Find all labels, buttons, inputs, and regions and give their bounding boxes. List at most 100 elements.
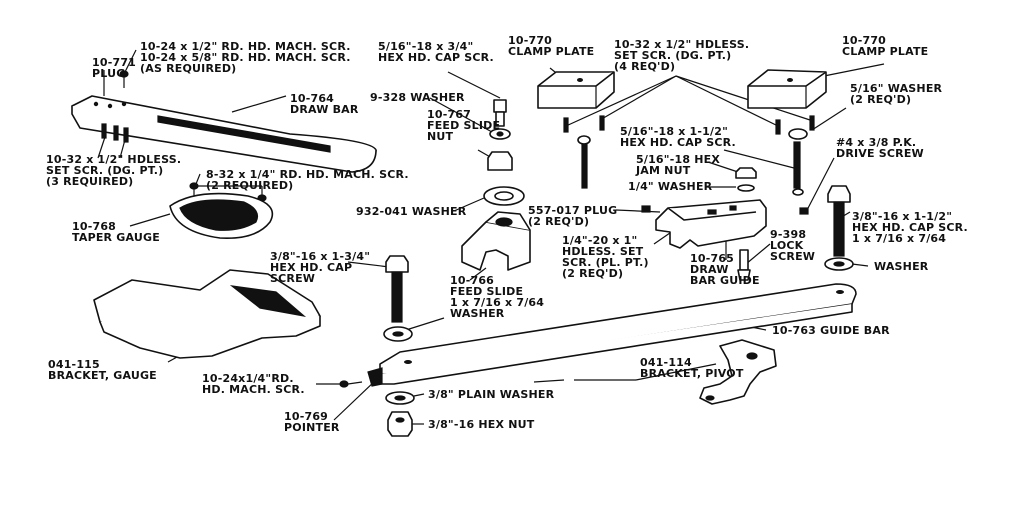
callout-washer-right: WASHER: [874, 260, 929, 273]
callout-guide-bar: 10-763 GUIDE BAR: [772, 324, 890, 337]
callout-washer-516: 5/16" WASHER(2 REQ'D): [850, 82, 943, 106]
callout-line: CLAMP PLATE: [842, 45, 928, 58]
callout-line: NUT: [427, 130, 454, 143]
callout-line: 932-041 WASHER: [356, 205, 467, 218]
callout-line: 3/8"-16 x 1-1/2": [852, 210, 952, 223]
callout-line: BRACKET, GAUGE: [48, 369, 157, 382]
callout-line: 3/8"-16 x 1-3/4": [270, 250, 370, 263]
callout-line: (2 REQUIRED): [206, 179, 293, 192]
pointer-part: [339, 367, 383, 388]
cap-screws-mid: [577, 128, 808, 196]
feed-slide-part: [461, 211, 531, 271]
callout-drive-screw: #4 x 3/8 P.K.DRIVE SCREW: [836, 136, 924, 160]
callout-line: 5/16" WASHER: [850, 82, 943, 95]
callout-line: HDLESS. SET: [562, 245, 644, 258]
callout-line: 1 x 7/16 x 7/64: [450, 296, 544, 309]
callout-line: 557-017 PLUG: [528, 204, 617, 217]
callout-line: 10-24 x 1/2" RD. HD. MACH. SCR.: [140, 40, 351, 53]
callout-line: 5/16"-18 x 1-1/2": [620, 125, 728, 138]
callout-line: SET SCR. (DG. PT.): [614, 49, 731, 62]
washer-nut-part: [385, 391, 415, 437]
callout-line: (4 REQ'D): [614, 60, 675, 73]
callout-line: HEX HD. CAP SCR.: [852, 221, 968, 234]
callout-line: (3 REQUIRED): [46, 175, 133, 188]
callout-line: 10-24 x 5/8" RD. HD. MACH. SCR.: [140, 51, 351, 64]
callout-line: POINTER: [284, 421, 340, 434]
callout-line: DRIVE SCREW: [836, 147, 924, 160]
callout-line: 3/8" PLAIN WASHER: [428, 388, 555, 401]
callout-set-scr-4req: 10-32 x 1/2" HDLESS.SET SCR. (DG. PT.)(4…: [614, 38, 749, 73]
callout-line: BAR GUIDE: [690, 274, 760, 287]
callout-line: 3/8"-16 HEX NUT: [428, 418, 535, 431]
callout-line: 041-114: [640, 356, 692, 369]
callout-line: 10-767: [427, 108, 471, 121]
callout-line: (2 REQ'D): [528, 215, 589, 228]
callout-line: 1 x 7/16 x 7/64: [852, 232, 946, 245]
plug-screw-part: [119, 70, 129, 88]
callout-line: SET SCR. (DG. PT.): [46, 164, 163, 177]
plug-557-017-part: [641, 205, 651, 213]
callout-line: 10-770: [508, 34, 552, 47]
callout-line: SCREW: [770, 250, 815, 263]
set-screws-4req: [563, 115, 815, 135]
callout-line: 10-769: [284, 410, 328, 423]
callout-line: 5/16"-18 x 3/4": [378, 40, 473, 53]
callout-line: 9-328 WASHER: [370, 91, 465, 104]
callout-line: 1/4"-20 x 1": [562, 234, 637, 247]
callout-mach-scr-832: 8-32 x 1/4" RD. HD. MACH. SCR.(2 REQUIRE…: [206, 168, 409, 192]
callout-line: 1/4" WASHER: [628, 180, 713, 193]
callout-plain-washer: 3/8" PLAIN WASHER: [428, 388, 555, 401]
set-screws-left: [101, 123, 129, 143]
bracket-gauge-part: [93, 269, 321, 359]
callout-hex-cap-scr-top: 5/16"-18 x 3/4"HEX HD. CAP SCR.: [378, 40, 494, 64]
callout-washer-932041: 932-041 WASHER: [356, 205, 467, 218]
callout-line: SCR. (PL. PT.): [562, 256, 649, 269]
callout-line: 10-765: [690, 252, 734, 265]
callout-line: 10-766: [450, 274, 494, 287]
draw-bar-guide-part: [655, 199, 767, 249]
callout-line: PLUG: [92, 67, 125, 80]
drive-screw-part: [799, 207, 809, 215]
callout-line: (2 REQ'D): [562, 267, 623, 280]
callout-line: 10-32 x 1/2" HDLESS.: [614, 38, 749, 51]
callout-line: 10-770: [842, 34, 886, 47]
callout-hex-cap-scr-right: 3/8"-16 x 1-1/2"HEX HD. CAP SCR.1 x 7/16…: [852, 210, 968, 245]
callout-hex-cap-scr-mid: 5/16"-18 x 1-1/2"HEX HD. CAP SCR.: [620, 125, 736, 149]
callout-washer-14: 1/4" WASHER: [628, 180, 713, 193]
center-hardware-stack: [483, 99, 525, 206]
taper-gauge-part: [169, 192, 274, 239]
callout-line: LOCK: [770, 239, 804, 252]
bracket-pivot-part: [699, 339, 777, 405]
callout-line: DRAW BAR: [290, 103, 359, 116]
callout-line: CLAMP PLATE: [508, 45, 594, 58]
callout-washer-9328: 9-328 WASHER: [370, 91, 465, 104]
clamp-plate-right-part: [747, 69, 827, 109]
callout-set-scr-left: 10-32 x 1/2" HDLESS.SET SCR. (DG. PT.)(3…: [46, 153, 181, 188]
callout-line: WASHER: [450, 307, 505, 320]
callout-line: 041-115: [48, 358, 100, 371]
jam-nut-washer-part: [735, 167, 757, 192]
callout-line: FEED SLIDE: [450, 285, 523, 298]
callout-line: 10-764: [290, 92, 334, 105]
callout-line: HEX HD. CAP SCR.: [378, 51, 494, 64]
callout-line: (2 REQ'D): [850, 93, 911, 106]
callout-line: JAM NUT: [635, 164, 691, 177]
callout-line: 10-24x1/4"RD.: [202, 372, 294, 385]
callout-hex-nut: 3/8"-16 HEX NUT: [428, 418, 535, 431]
callout-mach-scr-1024: 10-24x1/4"RD.HD. MACH. SCR.: [202, 372, 305, 396]
